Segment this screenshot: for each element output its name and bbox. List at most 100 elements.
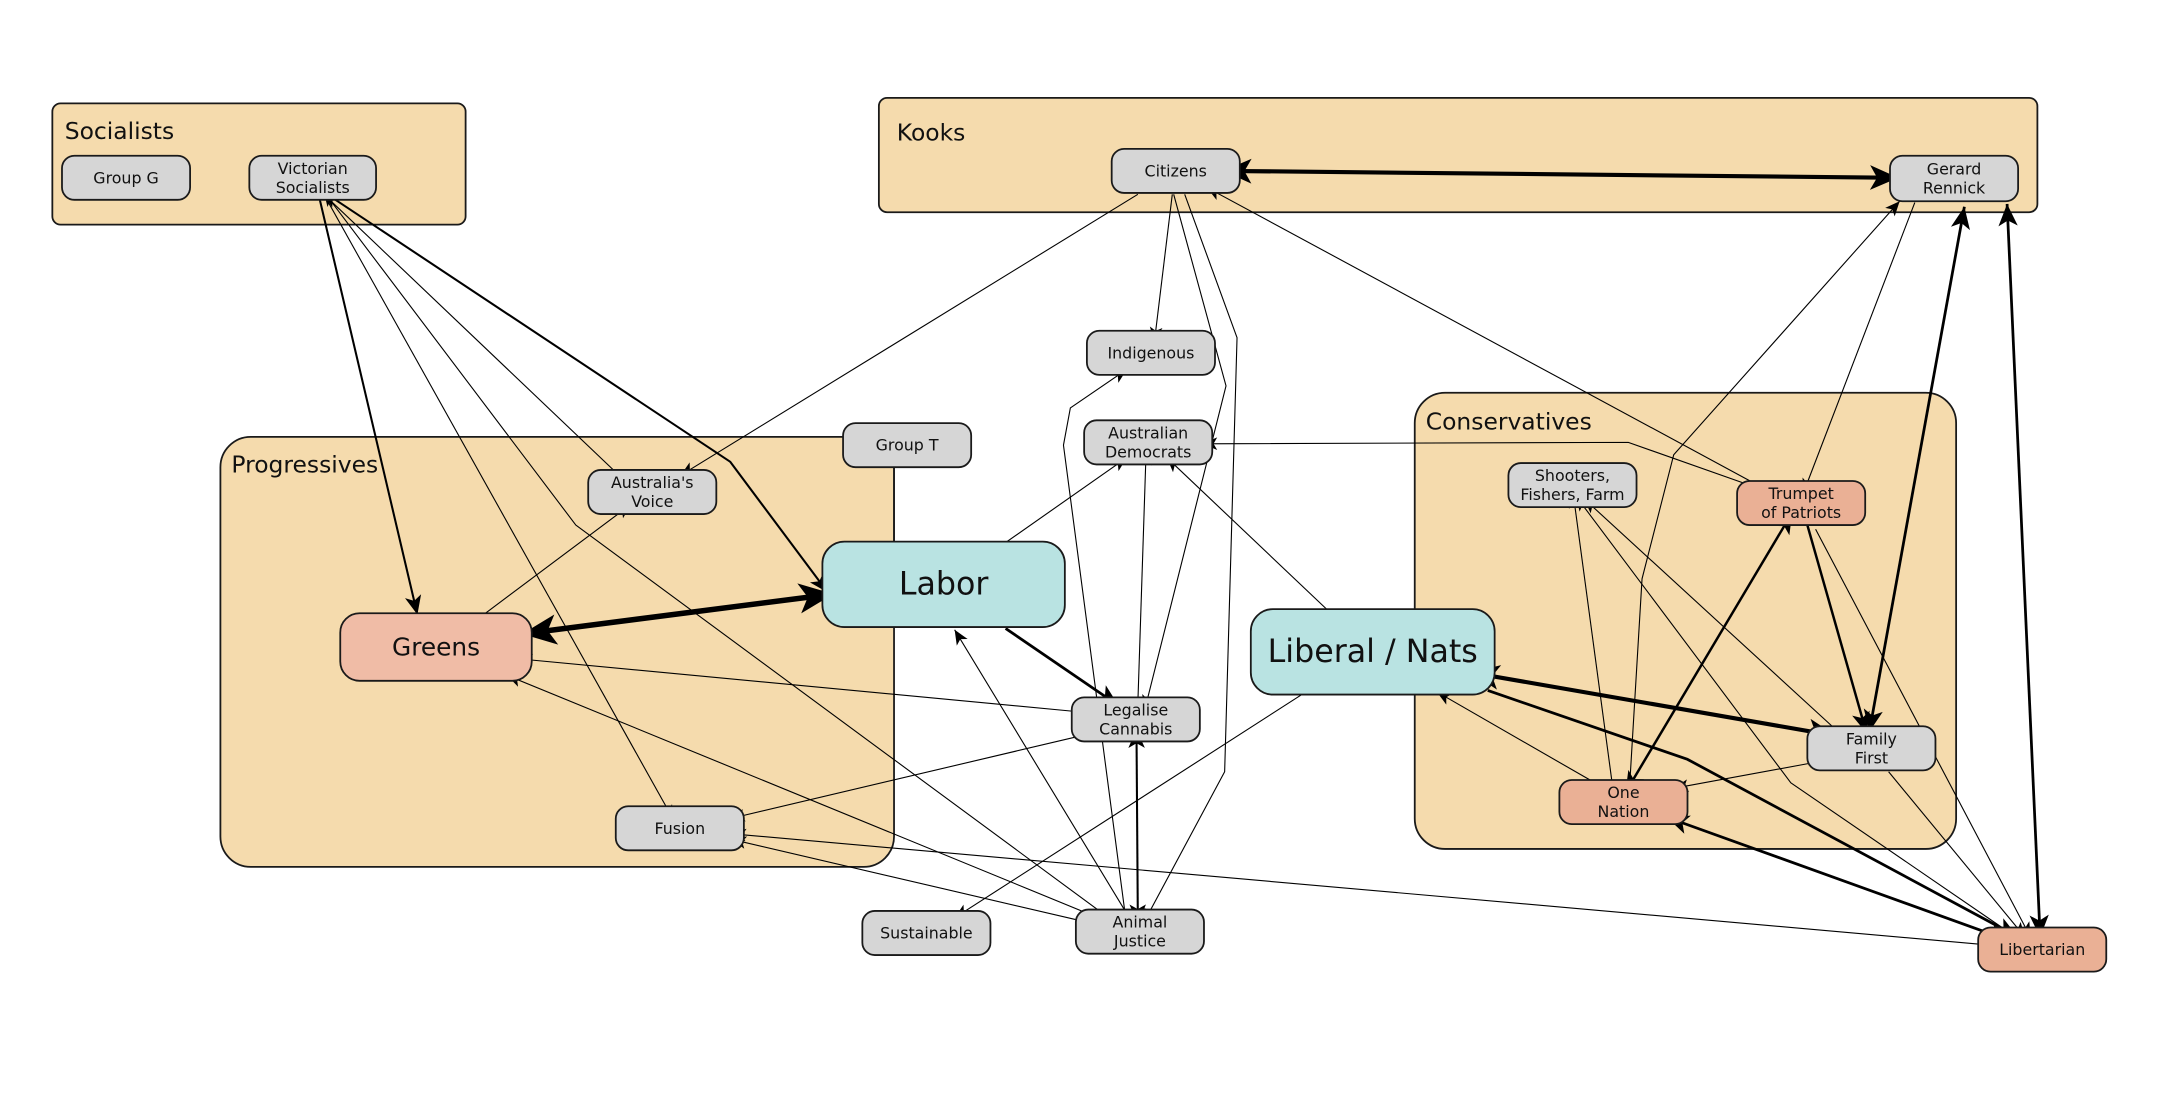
node-box[interactable] — [1558, 779, 1689, 826]
node-label: Fishers, Farm — [1520, 485, 1624, 504]
node-fusion[interactable]: Fusion — [614, 805, 745, 852]
edge-line — [1666, 815, 2012, 943]
edge-line — [1888, 771, 2026, 938]
edge-animal-to-labor — [954, 629, 1128, 914]
node-group-g[interactable]: Group G — [61, 154, 191, 201]
edge-line — [954, 694, 1303, 919]
node-sustainable[interactable]: Sustainable — [861, 910, 992, 956]
node-shooters[interactable]: Shooters,Fishers, Farm — [1507, 462, 1638, 509]
node-box[interactable] — [1806, 725, 1937, 772]
node-label: Justice — [1113, 932, 1166, 951]
node-label: Fusion — [655, 819, 706, 838]
node-box[interactable] — [821, 540, 1066, 628]
edge-line — [2005, 203, 2042, 938]
node-box[interactable] — [61, 154, 191, 201]
node-libnats[interactable]: Liberal / Nats — [1249, 608, 1496, 696]
node-label: Group G — [93, 168, 158, 187]
node-box[interactable] — [339, 612, 533, 682]
edge-cannabis-to-democrats — [1137, 450, 1152, 703]
arrowhead — [1998, 203, 2018, 227]
node-box[interactable] — [1110, 147, 1241, 194]
node-box[interactable] — [1889, 154, 2020, 203]
node-label: Socialists — [276, 178, 350, 197]
cluster-label: Conservatives — [1426, 408, 1592, 436]
node-label: Democrats — [1105, 442, 1191, 461]
edge-line — [1867, 206, 1966, 733]
node-label: Group T — [876, 436, 939, 455]
node-label: Voice — [631, 492, 673, 511]
edge-line — [320, 189, 829, 594]
node-label: Legalise — [1103, 700, 1168, 719]
node-box[interactable] — [587, 469, 718, 515]
node-box[interactable] — [614, 805, 745, 852]
node-libertarian[interactable]: Libertarian — [1977, 926, 2108, 973]
node-citizens[interactable]: Citizens — [1110, 147, 1241, 194]
arrowhead — [797, 583, 834, 614]
edge-line — [323, 191, 1121, 927]
edge-line — [1436, 691, 1593, 782]
node-box[interactable] — [1083, 419, 1214, 466]
edge-citizens-to-indigenous — [1149, 194, 1173, 342]
node-label: Sustainable — [880, 923, 973, 942]
edge-libertarian-to-rennick — [1998, 203, 2049, 938]
edge-line — [1673, 762, 1809, 789]
node-box[interactable] — [1074, 908, 1205, 955]
node-greens[interactable]: Greens — [339, 612, 533, 682]
node-label: Gerard — [1927, 159, 1981, 178]
edge-vic_soc-to-greens — [317, 192, 422, 615]
node-box[interactable] — [248, 154, 377, 201]
arrowhead — [522, 614, 559, 645]
node-label: Indigenous — [1107, 343, 1194, 362]
node-box[interactable] — [1249, 608, 1496, 696]
node-box[interactable] — [1977, 926, 2108, 973]
arrowhead — [1869, 165, 1899, 190]
edge-line — [517, 658, 1072, 712]
node-box[interactable] — [1070, 696, 1201, 743]
node-label: Trumpet — [1768, 484, 1834, 503]
edge-line — [1135, 729, 1139, 924]
node-label: of Patriots — [1761, 503, 1841, 522]
node-label: Animal — [1113, 913, 1168, 932]
cluster-label: Progressives — [231, 450, 378, 478]
node-label: Australia's — [611, 473, 694, 492]
edge-labor-to-cannabis — [1004, 627, 1120, 707]
edge-line — [1624, 512, 1794, 794]
edge-line — [1153, 194, 1173, 342]
edge-one_nation-to-rennick — [1629, 200, 1901, 786]
cluster-label: Socialists — [65, 117, 174, 145]
node-box[interactable] — [842, 422, 973, 469]
edge-line — [1206, 186, 1759, 486]
node-label: Family — [1846, 729, 1897, 748]
node-box[interactable] — [861, 910, 992, 956]
node-box[interactable] — [1736, 480, 1867, 526]
node-labor[interactable]: Labor — [821, 540, 1066, 628]
edge-line — [1487, 689, 2019, 939]
edge-line — [1062, 368, 1128, 917]
node-box[interactable] — [1085, 329, 1216, 376]
cluster-label: Kooks — [897, 118, 966, 146]
edge-line — [521, 591, 834, 637]
edge-libnats-to-democrats — [1166, 457, 1327, 610]
arrowhead — [1885, 201, 1900, 217]
cluster-progressives: Progressives — [219, 435, 895, 868]
edge-line — [1629, 200, 1901, 786]
node-indigenous[interactable]: Indigenous — [1085, 329, 1216, 376]
edge-line — [1470, 670, 1837, 738]
cluster-kooks: Kooks — [877, 96, 2039, 214]
node-box[interactable] — [1507, 462, 1638, 509]
edge-line — [1166, 457, 1327, 610]
node-group-t[interactable]: Group T — [842, 422, 973, 469]
arrowhead — [1950, 206, 1970, 231]
